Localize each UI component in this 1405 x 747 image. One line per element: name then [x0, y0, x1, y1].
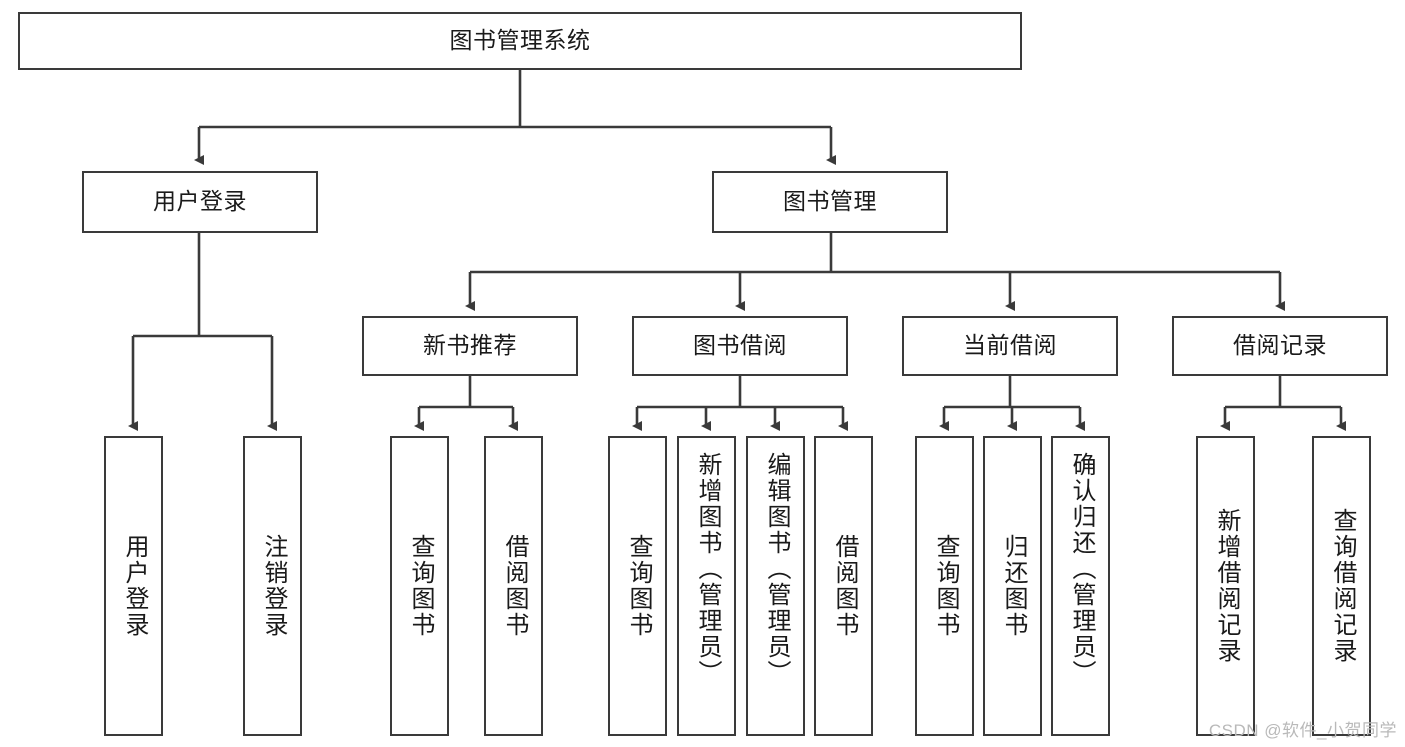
- node-current-borrow[interactable]: 当前借阅: [902, 316, 1118, 376]
- node-label: 查询图书: [406, 534, 434, 638]
- node-leaf-bookborrow-edit-book-admin[interactable]: 编辑图书（管理员）: [746, 436, 805, 736]
- node-user-login[interactable]: 用户登录: [82, 171, 318, 233]
- node-root-book-management-system[interactable]: 图书管理系统: [18, 12, 1022, 70]
- node-label: 借阅图书: [830, 534, 858, 638]
- node-label: 图书管理系统: [449, 27, 591, 54]
- node-label: 图书管理: [783, 188, 877, 215]
- node-label: 用户登录: [120, 534, 148, 638]
- node-leaf-user-login-signin[interactable]: 用户登录: [104, 436, 163, 736]
- node-book-management[interactable]: 图书管理: [712, 171, 948, 233]
- node-label: 注销登录: [259, 534, 287, 638]
- node-book-borrow[interactable]: 图书借阅: [632, 316, 848, 376]
- node-leaf-newrec-borrow-book[interactable]: 借阅图书: [484, 436, 543, 736]
- node-label: 确认归还（管理员）: [1067, 452, 1095, 686]
- node-leaf-currentborrow-return-book[interactable]: 归还图书: [983, 436, 1042, 736]
- node-leaf-bookborrow-add-book-admin[interactable]: 新增图书（管理员）: [677, 436, 736, 736]
- node-label: 新增图书（管理员）: [693, 452, 721, 686]
- node-label: 查询图书: [931, 534, 959, 638]
- node-borrow-record[interactable]: 借阅记录: [1172, 316, 1388, 376]
- node-label: 借阅图书: [500, 534, 528, 638]
- node-leaf-newrec-query-book[interactable]: 查询图书: [390, 436, 449, 736]
- node-label: 借阅记录: [1233, 332, 1327, 359]
- node-leaf-bookborrow-borrow-book[interactable]: 借阅图书: [814, 436, 873, 736]
- node-leaf-currentborrow-query-book[interactable]: 查询图书: [915, 436, 974, 736]
- node-label: 新书推荐: [423, 332, 517, 359]
- node-label: 编辑图书（管理员）: [762, 452, 790, 686]
- node-leaf-bookborrow-query-book[interactable]: 查询图书: [608, 436, 667, 736]
- node-new-book-recommend[interactable]: 新书推荐: [362, 316, 578, 376]
- node-label: 用户登录: [153, 188, 247, 215]
- node-leaf-currentborrow-confirm-return-admin[interactable]: 确认归还（管理员）: [1051, 436, 1110, 736]
- node-leaf-borrowrecord-add-record[interactable]: 新增借阅记录: [1196, 436, 1255, 736]
- node-label: 查询图书: [624, 534, 652, 638]
- node-label: 新增借阅记录: [1212, 508, 1240, 664]
- node-leaf-borrowrecord-query-record[interactable]: 查询借阅记录: [1312, 436, 1371, 736]
- node-label: 图书借阅: [693, 332, 787, 359]
- node-label: 查询借阅记录: [1328, 508, 1356, 664]
- node-leaf-user-login-signout[interactable]: 注销登录: [243, 436, 302, 736]
- node-label: 归还图书: [999, 534, 1027, 638]
- node-label: 当前借阅: [963, 332, 1057, 359]
